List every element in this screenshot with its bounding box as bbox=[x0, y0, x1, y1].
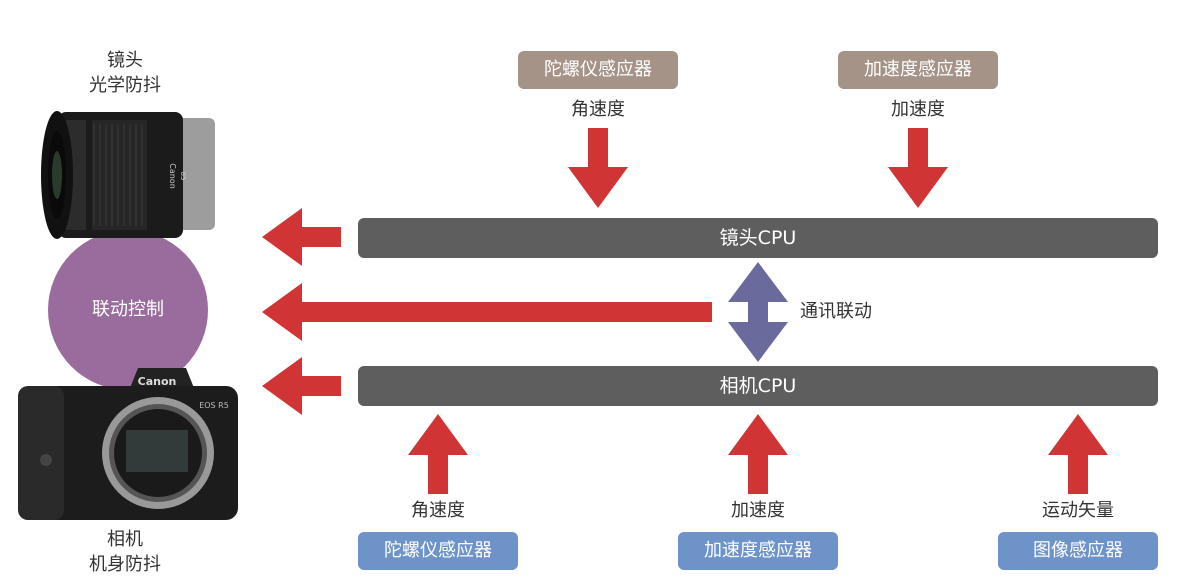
arrow-up-gyro bbox=[408, 414, 468, 494]
arrow-up-accel bbox=[728, 414, 788, 494]
top-gyro-signal: 角速度 bbox=[571, 99, 625, 120]
lens-cpu-bar: 镜头CPU bbox=[358, 218, 1158, 258]
bottom-gyro-sensor: 陀螺仪感应器 bbox=[358, 532, 518, 570]
camera-model-text: EOS R5 bbox=[199, 401, 229, 410]
lens-image: Canon 85 bbox=[41, 111, 215, 239]
camera-caption-line1: 相机 bbox=[107, 529, 143, 550]
lens-caption-line2: 光学防抖 bbox=[89, 75, 161, 96]
linkage-circle-label: 联动控制 bbox=[92, 299, 164, 320]
linkage-circle bbox=[48, 230, 208, 390]
bottom-accel-sensor: 加速度感应器 bbox=[678, 532, 838, 570]
bottom-gyro-signal: 角速度 bbox=[411, 500, 465, 521]
arrow-down-accel bbox=[888, 128, 948, 208]
top-accel-signal: 加速度 bbox=[891, 99, 945, 120]
arrow-left-linkage bbox=[262, 283, 712, 341]
lens-model-text: 85 bbox=[179, 172, 187, 181]
camera-brand-text: Canon bbox=[138, 375, 177, 388]
lens-caption-line1: 镜头 bbox=[107, 50, 143, 71]
arrow-left-camera-cpu bbox=[262, 357, 341, 415]
bottom-accel-signal: 加速度 bbox=[731, 500, 785, 521]
bottom-image-signal: 运动矢量 bbox=[1042, 500, 1114, 521]
camera-cpu-bar: 相机CPU bbox=[358, 366, 1158, 406]
top-gyro-sensor: 陀螺仪感应器 bbox=[518, 51, 678, 89]
camera-image: Canon EOS R5 bbox=[18, 368, 238, 520]
lens-caption: 镜头 光学防抖 bbox=[60, 48, 190, 98]
arrow-up-image bbox=[1048, 414, 1108, 494]
camera-caption: 相机 机身防抖 bbox=[60, 527, 190, 577]
top-accel-sensor: 加速度感应器 bbox=[838, 51, 998, 89]
bottom-image-sensor: 图像感应器 bbox=[998, 532, 1158, 570]
lens-brand-text: Canon bbox=[168, 163, 177, 189]
arrow-down-gyro bbox=[568, 128, 628, 208]
arrow-left-lens-cpu bbox=[262, 208, 341, 266]
link-double-arrow bbox=[728, 262, 788, 362]
camera-caption-line2: 机身防抖 bbox=[89, 554, 161, 575]
link-label: 通讯联动 bbox=[800, 301, 872, 322]
